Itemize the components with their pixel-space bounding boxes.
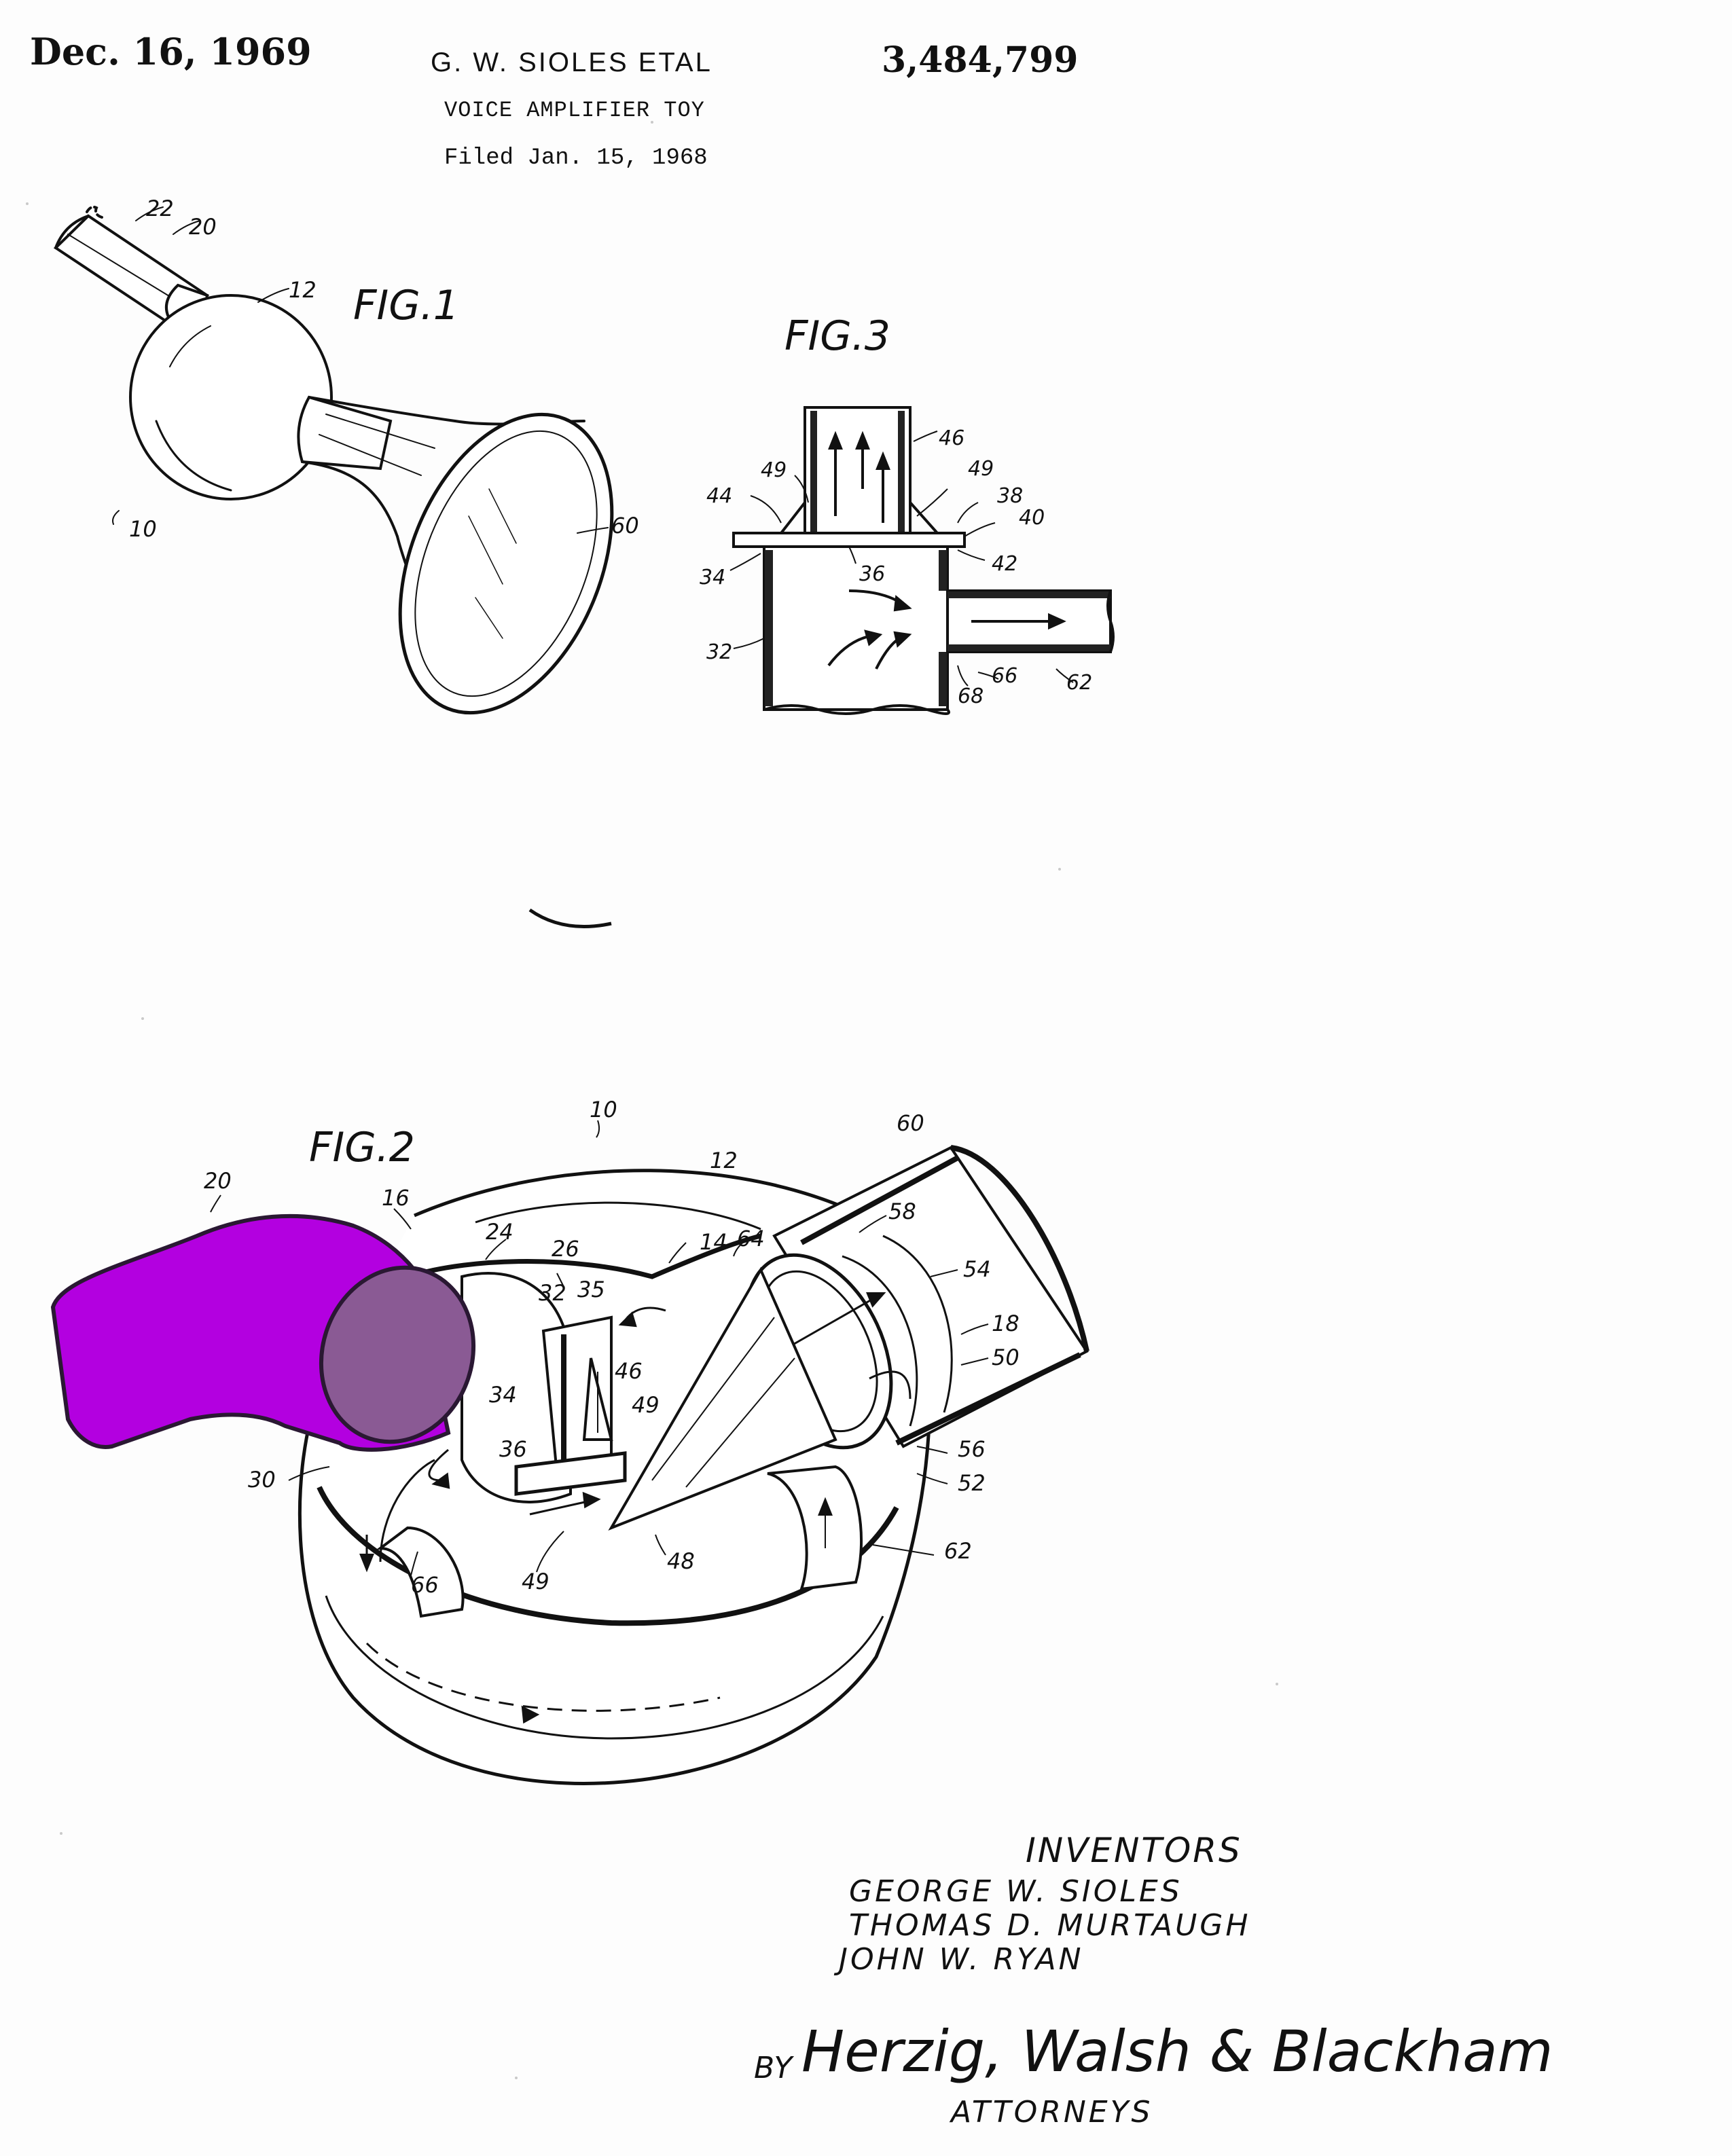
figure-3-labels: FIG.3 46 49 49 38 40 44 42 34 36 32 66 6… — [700, 312, 1092, 708]
inventor-name: THOMAS D. MURTAUGH — [849, 1908, 1251, 1943]
fig2-title: FIG.2 — [309, 1124, 415, 1171]
fig2-ref: 49 — [522, 1569, 549, 1594]
fig2-ref: 48 — [667, 1548, 695, 1574]
fig3-ref: 44 — [706, 484, 732, 508]
inventors-heading: INVENTORS — [1026, 1831, 1242, 1870]
fig3-ref: 46 — [939, 426, 964, 450]
fig2-ref: 36 — [499, 1436, 527, 1462]
issue-date: Dec. 16, 1969 — [30, 30, 312, 73]
fig3-ref: 40 — [1019, 506, 1045, 530]
fig3-title: FIG.3 — [784, 312, 890, 360]
fig2-ref: 64 — [737, 1226, 765, 1251]
fig3-ref: 49 — [968, 457, 994, 481]
figure-1-labels: FIG.1 22 20 12 10 60 — [129, 196, 639, 542]
fig1-ref: 22 — [146, 196, 174, 221]
fig2-ref: 34 — [489, 1382, 517, 1408]
fig2-ref: 14 — [700, 1229, 727, 1255]
fig2-ref: 50 — [992, 1345, 1020, 1370]
fig1-ref: 10 — [129, 516, 157, 542]
fig2-ref: 24 — [486, 1219, 513, 1245]
fig2-ref: 20 — [204, 1168, 232, 1194]
fig2-ref: 56 — [958, 1436, 986, 1462]
attorneys-label: ATTORNEYS — [949, 2095, 1153, 2130]
fig3-ref: 49 — [761, 458, 787, 482]
patent-title: VOICE AMPLIFIER TOY — [444, 98, 705, 123]
fig2-ref: 46 — [615, 1358, 643, 1384]
fig2-ref: 60 — [897, 1110, 924, 1136]
attorney-signature: Herzig, Walsh & Blackham — [801, 2018, 1553, 2085]
fig3-ref: 36 — [859, 562, 885, 586]
fig3-ref: 62 — [1066, 671, 1092, 695]
fig3-ref: 66 — [992, 664, 1017, 688]
fig2-ref: 58 — [888, 1199, 916, 1224]
fig2-ref: 16 — [382, 1185, 410, 1211]
fig1-ref: 20 — [189, 214, 217, 240]
fig2-ref: 26 — [552, 1236, 579, 1262]
fig2-ref: 35 — [577, 1277, 605, 1302]
fig2-ref: 54 — [963, 1256, 991, 1282]
fig2-ref: 49 — [632, 1392, 660, 1418]
fig2-ref: 66 — [411, 1572, 439, 1598]
inventors-block: INVENTORS GEORGE W. SIOLES THOMAS D. MUR… — [833, 1831, 1251, 1977]
fig3-ref: 68 — [958, 684, 984, 708]
figure-3-section — [729, 406, 1115, 715]
fig2-ref: 32 — [539, 1280, 566, 1306]
attorneys-block: BY Herzig, Walsh & Blackham ATTORNEYS — [754, 2018, 1553, 2130]
fig3-ref: 32 — [706, 640, 732, 664]
fig2-ref: 12 — [710, 1148, 738, 1173]
fig1-title: FIG.1 — [353, 282, 459, 329]
highlighted-mouthpiece — [50, 1213, 476, 1452]
stray-mark — [528, 908, 612, 928]
figure-1-horn — [53, 205, 614, 715]
fig1-ref: 12 — [289, 277, 317, 303]
fig3-ref: 38 — [997, 484, 1023, 508]
filing-date: Filed Jan. 15, 1968 — [444, 145, 708, 171]
inventor-header: G. W. SIOLES ETAL — [431, 48, 712, 77]
patent-number: 3,484,799 — [882, 39, 1079, 81]
fig2-ref: 52 — [958, 1470, 986, 1496]
fig2-ref: 10 — [590, 1097, 617, 1122]
figure-2-cutaway — [210, 1120, 1089, 1785]
inventor-name: GEORGE W. SIOLES — [849, 1874, 1183, 1909]
fig3-ref: 34 — [700, 566, 725, 589]
inventor-name: JOHN W. RYAN — [833, 1942, 1084, 1977]
fig2-ref: 18 — [992, 1311, 1020, 1336]
fig1-ref: 60 — [611, 513, 639, 538]
figure-2-labels: FIG.2 10 12 60 20 16 24 26 14 64 58 54 3… — [204, 1097, 1020, 1598]
fig2-ref: 62 — [944, 1538, 972, 1564]
fig3-ref: 42 — [992, 552, 1017, 576]
fig2-ref: 30 — [248, 1467, 276, 1493]
attorney-by: BY — [754, 2051, 794, 2085]
